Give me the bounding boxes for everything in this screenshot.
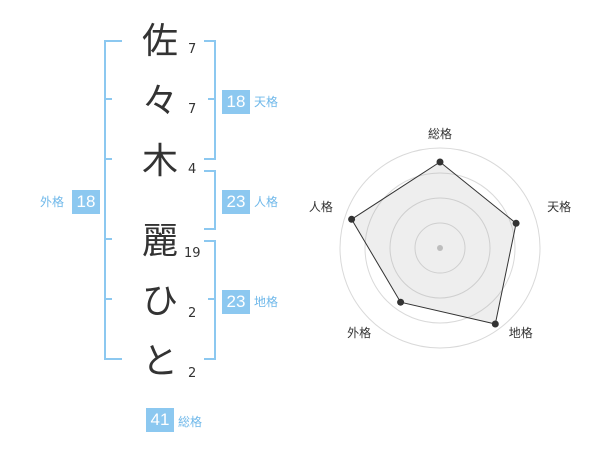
- stroke-count-5: 2: [188, 306, 197, 321]
- name-char-6: と: [141, 341, 178, 382]
- jinkaku-bracket-top: [204, 170, 216, 172]
- stroke-count-3: 4: [188, 162, 197, 177]
- radar-axis-label-3: 地格: [509, 325, 533, 340]
- radar-point-3: [491, 320, 499, 328]
- chikaku-tick: [208, 298, 216, 300]
- stroke-count-4: 19: [184, 246, 201, 261]
- radar-center-dot: [437, 245, 443, 251]
- gaikaku-tick-4: [104, 298, 112, 300]
- radar-point-2: [512, 219, 520, 227]
- name-char-5: ひ: [141, 281, 178, 322]
- radar-axis-label-2: 天格: [547, 199, 571, 214]
- soukaku-label: 総格: [178, 415, 203, 429]
- radar-grid-ring-1: [414, 222, 466, 274]
- stroke-count-6: 2: [188, 366, 197, 381]
- gaikaku-bracket-bottom: [104, 358, 122, 360]
- jinkaku-label: 人格: [254, 195, 279, 209]
- radar-grid-ring-3: [364, 172, 516, 324]
- chikaku-bracket-vertical: [214, 240, 216, 360]
- radar-axis-label-4: 外格: [347, 325, 371, 340]
- radar-point-1: [436, 158, 444, 166]
- gaikaku-bracket-top: [104, 40, 122, 42]
- radar-data-polygon: [350, 161, 517, 325]
- soukaku-value: 41: [146, 408, 174, 432]
- chikaku-label: 地格: [254, 295, 279, 309]
- stroke-count-2: 7: [188, 102, 197, 117]
- name-char-4: 麗: [141, 221, 178, 262]
- name-char-2: 々: [141, 81, 178, 122]
- jinkaku-bracket-vertical: [214, 170, 216, 230]
- tenkaku-bracket-vertical: [214, 40, 216, 160]
- radar-point-4: [397, 298, 405, 306]
- chikaku-bracket-top: [204, 240, 216, 242]
- tenkaku-label: 天格: [254, 95, 279, 109]
- gaikaku-label: 外格: [40, 195, 65, 209]
- name-char-1: 佐: [141, 21, 178, 62]
- tenkaku-bracket-top: [204, 40, 216, 42]
- radar-axis-label-5: 人格: [309, 199, 333, 214]
- tenkaku-bracket-bottom: [204, 158, 216, 160]
- gaikaku-tick-2: [104, 158, 112, 160]
- gaikaku-tick-1: [104, 98, 112, 100]
- radar-point-5: [348, 215, 356, 223]
- jinkaku-value: 23: [222, 190, 250, 214]
- radar-grid-ring-2: [389, 197, 491, 299]
- tenkaku-value: 18: [222, 90, 250, 114]
- tenkaku-tick: [208, 98, 216, 100]
- name-char-3: 木: [141, 141, 178, 182]
- gaikaku-value: 18: [72, 190, 100, 214]
- gaikaku-tick-3: [104, 238, 112, 240]
- chikaku-value: 23: [222, 290, 250, 314]
- radar-axis-label-1: 総格: [428, 126, 452, 141]
- chikaku-bracket-bottom: [204, 358, 216, 360]
- jinkaku-bracket-bottom: [204, 228, 216, 230]
- gaikaku-bracket-vertical: [104, 40, 106, 360]
- stroke-count-1: 7: [188, 42, 197, 57]
